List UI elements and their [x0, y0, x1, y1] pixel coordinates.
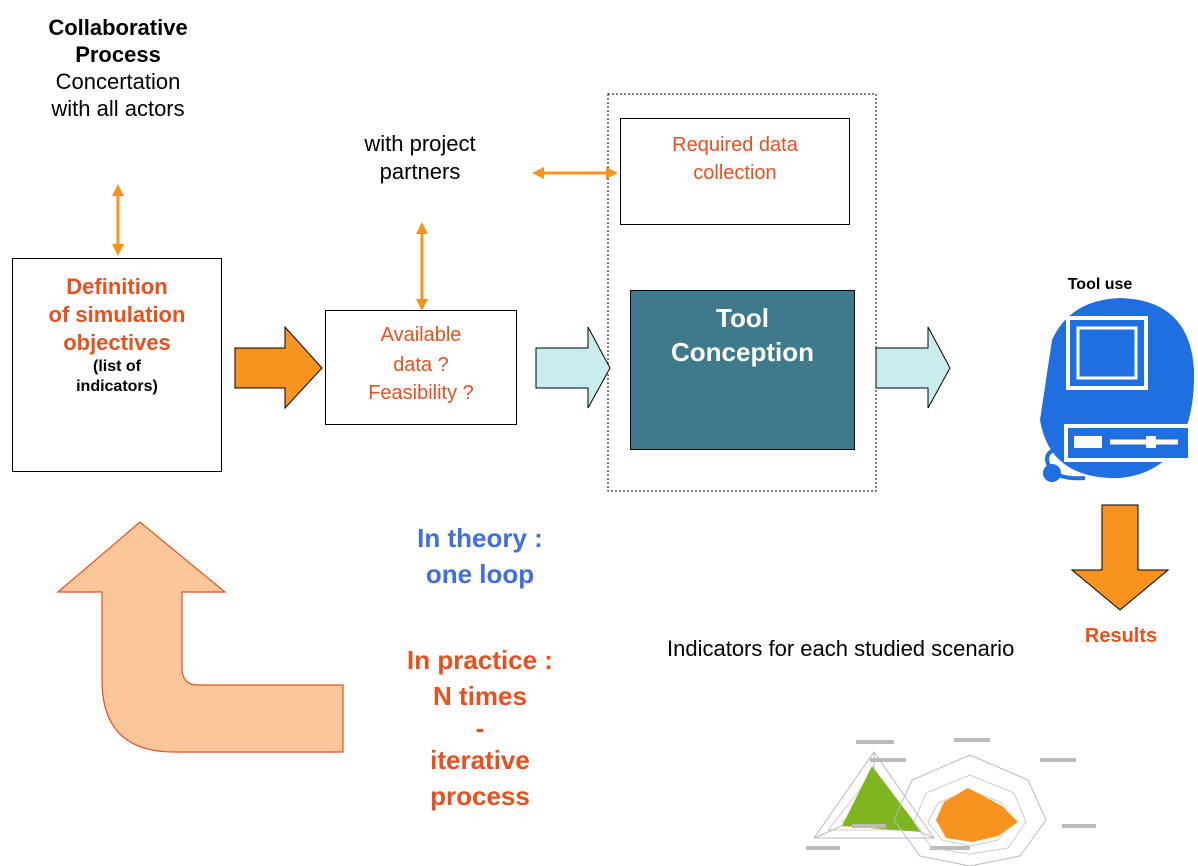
results-subtitle: Indicators for each studied scenario: [667, 636, 1015, 661]
theory-line-1: In theory :: [417, 523, 543, 553]
available-line-1: Available: [380, 324, 462, 346]
available-line-2: data ?: [393, 354, 449, 376]
practice-line-3: -: [475, 713, 485, 743]
cyan-block-arrow-2: [875, 326, 951, 409]
collab-title-1: Collaborative: [48, 15, 188, 40]
partners-label: with project partners: [330, 130, 510, 186]
practice-line-4: iterative: [430, 745, 530, 775]
partners-line-1: with project: [364, 131, 476, 156]
partners-line-2: partners: [379, 159, 461, 184]
computer-icon: [1040, 298, 1195, 482]
collaborative-process-label: Collaborative Process Concertation with …: [0, 14, 236, 122]
orange-block-arrow: [234, 325, 323, 410]
theory-label: In theory : one loop: [360, 520, 600, 592]
definition-line-1: Definition: [66, 274, 168, 299]
available-line-3: Feasibility ?: [368, 382, 474, 404]
definition-line-5: indicators): [76, 378, 158, 395]
cyan-block-arrow-1: [535, 326, 611, 409]
definition-line-3: objectives: [63, 330, 171, 355]
theory-line-2: one loop: [425, 559, 535, 589]
required-line-1: Required data: [672, 134, 798, 156]
definition-box: Definition of simulation objectives (lis…: [12, 258, 222, 472]
tool-line-1: Tool: [716, 303, 769, 333]
required-data-box: Required data collection: [620, 118, 850, 225]
practice-label: In practice : N times - iterative proces…: [360, 642, 600, 814]
practice-line-2: N times: [433, 681, 527, 711]
collab-sub-1: Concertation: [55, 69, 181, 94]
available-data-box: Available data ? Feasibility ?: [325, 310, 517, 425]
practice-line-5: process: [430, 781, 530, 811]
collab-sub-2: with all actors: [51, 96, 185, 121]
results-down-arrow: [1070, 504, 1170, 611]
tool-use-label: Tool use: [1067, 276, 1133, 293]
definition-line-4: (list of: [93, 358, 141, 375]
radar-chart-orange: [852, 738, 1096, 866]
collab-title-2: Process: [75, 42, 161, 67]
required-line-2: collection: [693, 162, 777, 184]
loop-arrow: [56, 521, 344, 753]
tool-conception-box: Tool Conception: [630, 290, 855, 450]
practice-line-1: In practice :: [407, 645, 553, 675]
tool-line-2: Conception: [671, 337, 814, 367]
definition-line-2: of simulation: [48, 302, 186, 327]
tool-container-dotted: [607, 93, 877, 492]
results-title: Results: [1084, 625, 1158, 647]
